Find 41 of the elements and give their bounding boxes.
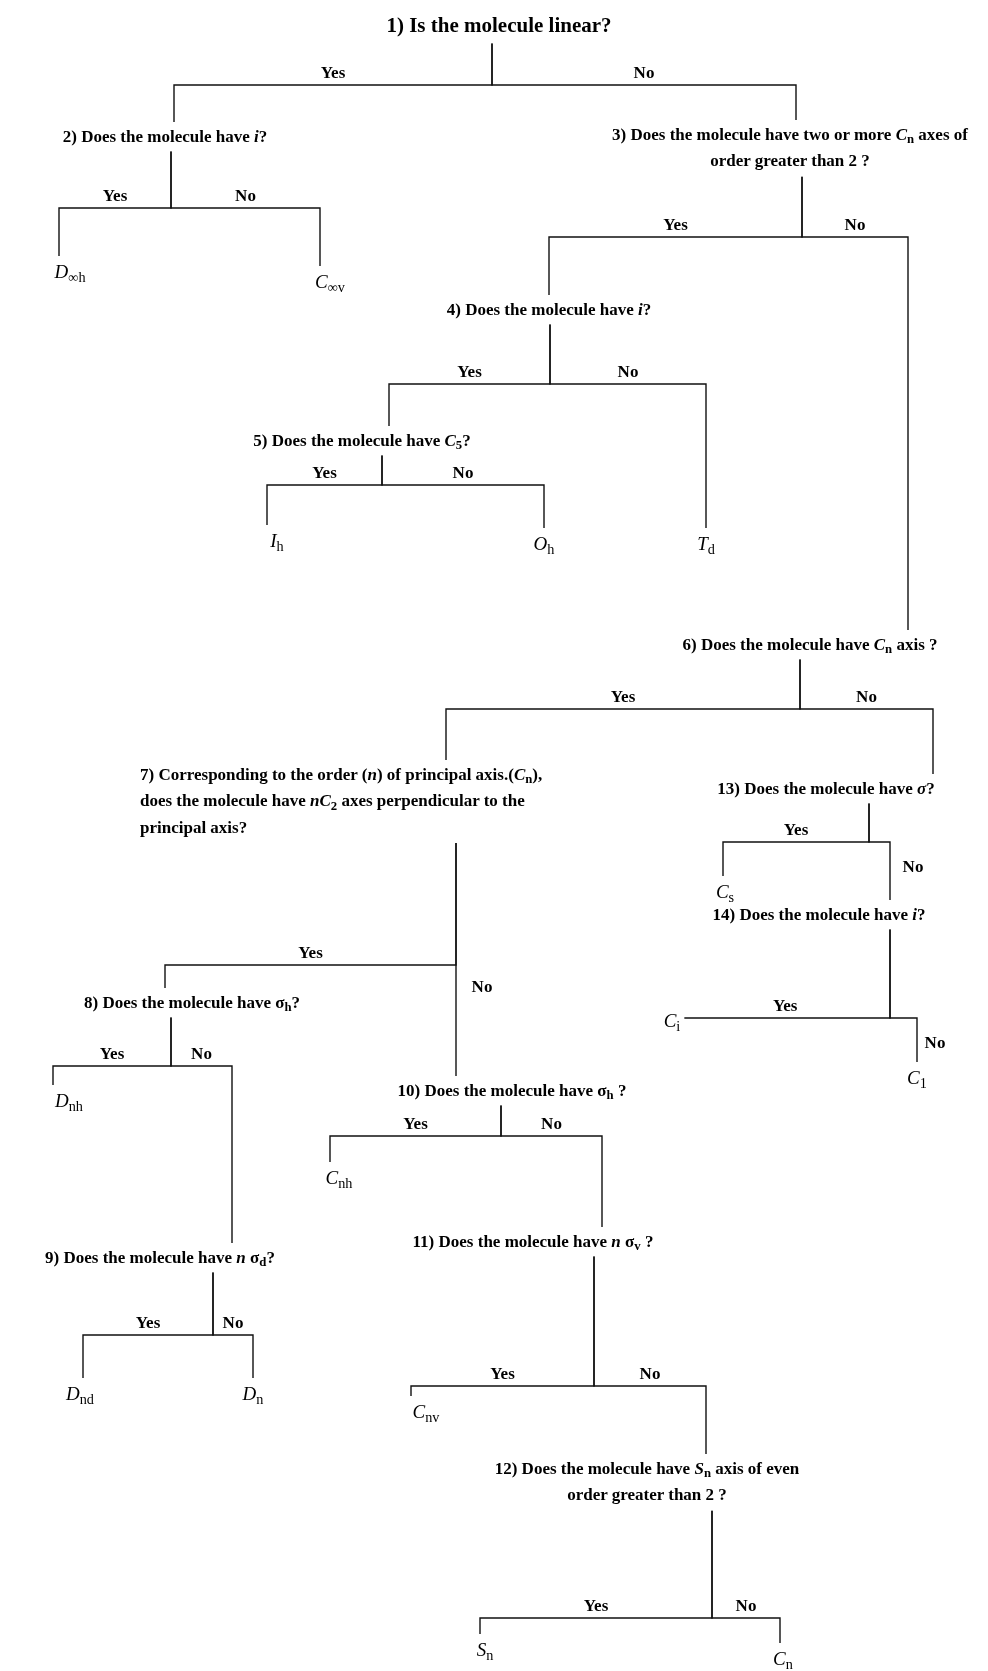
question-text: 8) Does the molecule have σ$_{h}$? — [83, 990, 301, 1016]
question-text: 6) Does the molecule have C$_{n}$ axis ? — [682, 632, 938, 658]
connector-line — [381, 454, 545, 529]
question-text: 4) Does the molecule have i? — [446, 297, 652, 323]
point-group-label: C$_{i}$ — [663, 1007, 681, 1036]
point-group-label: D$_{n}$ — [242, 1380, 264, 1409]
question-text: 3) Does the molecule have two or more C$_{n}$ axes of order greater than 2 ? — [590, 122, 988, 175]
connector-line — [212, 1271, 254, 1379]
point-group-label: C$_{∞v}$ — [315, 268, 345, 297]
question-text: 1) Is the molecule linear? — [386, 10, 612, 42]
connector-line — [170, 150, 321, 267]
point-group-label: I$_{h}$ — [270, 527, 284, 556]
connector-line — [549, 323, 707, 529]
point-group-label: O$_{h}$ — [533, 530, 555, 559]
connector-line — [889, 928, 918, 1063]
question-text: 9) Does the molecule have n σ$_{d}$? — [45, 1245, 275, 1271]
point-group-label: C$_{nv}$ — [412, 1398, 440, 1427]
point-group-label: C$_{1}$ — [907, 1064, 927, 1093]
question-text: 12) Does the molecule have S$_{n}$ axis of even order greater than 2 ? — [482, 1456, 812, 1509]
point-group-label: D$_{nd}$ — [66, 1380, 94, 1409]
point-group-label: C$_{nh}$ — [325, 1164, 353, 1193]
connector-line — [801, 176, 909, 631]
connector-line — [170, 1016, 233, 1244]
question-text: 7) Corresponding to the order (n) of principal axis.(C$_{n}$), does the molecule have nC$_{2}$ axes perpendicular to the principal axis? — [140, 762, 570, 842]
point-group-label: S$_{n}$ — [476, 1636, 494, 1665]
question-text: 2) Does the molecule have i? — [62, 124, 268, 150]
question-text: 10) Does the molecule have σ$_{h}$ ? — [397, 1078, 627, 1104]
point-group-label: C$_{n}$ — [773, 1645, 793, 1671]
connector-line — [500, 1104, 603, 1228]
connector-line — [491, 42, 797, 121]
connector-line — [799, 658, 934, 775]
question-text: 11) Does the molecule have n σ$_{v}$ ? — [412, 1229, 654, 1255]
point-group-label: D$_{nh}$ — [55, 1087, 83, 1116]
point-group-label: T$_{d}$ — [697, 530, 715, 559]
question-text: 13) Does the molecule have σ? — [717, 776, 935, 802]
connector-line — [455, 842, 457, 1077]
connector-line — [868, 802, 891, 901]
point-group-label: D$_{∞h}$ — [54, 258, 86, 287]
question-text: 5) Does the molecule have C$_{5}$? — [253, 428, 471, 454]
connector-line — [593, 1255, 707, 1455]
connector-line — [711, 1510, 781, 1644]
